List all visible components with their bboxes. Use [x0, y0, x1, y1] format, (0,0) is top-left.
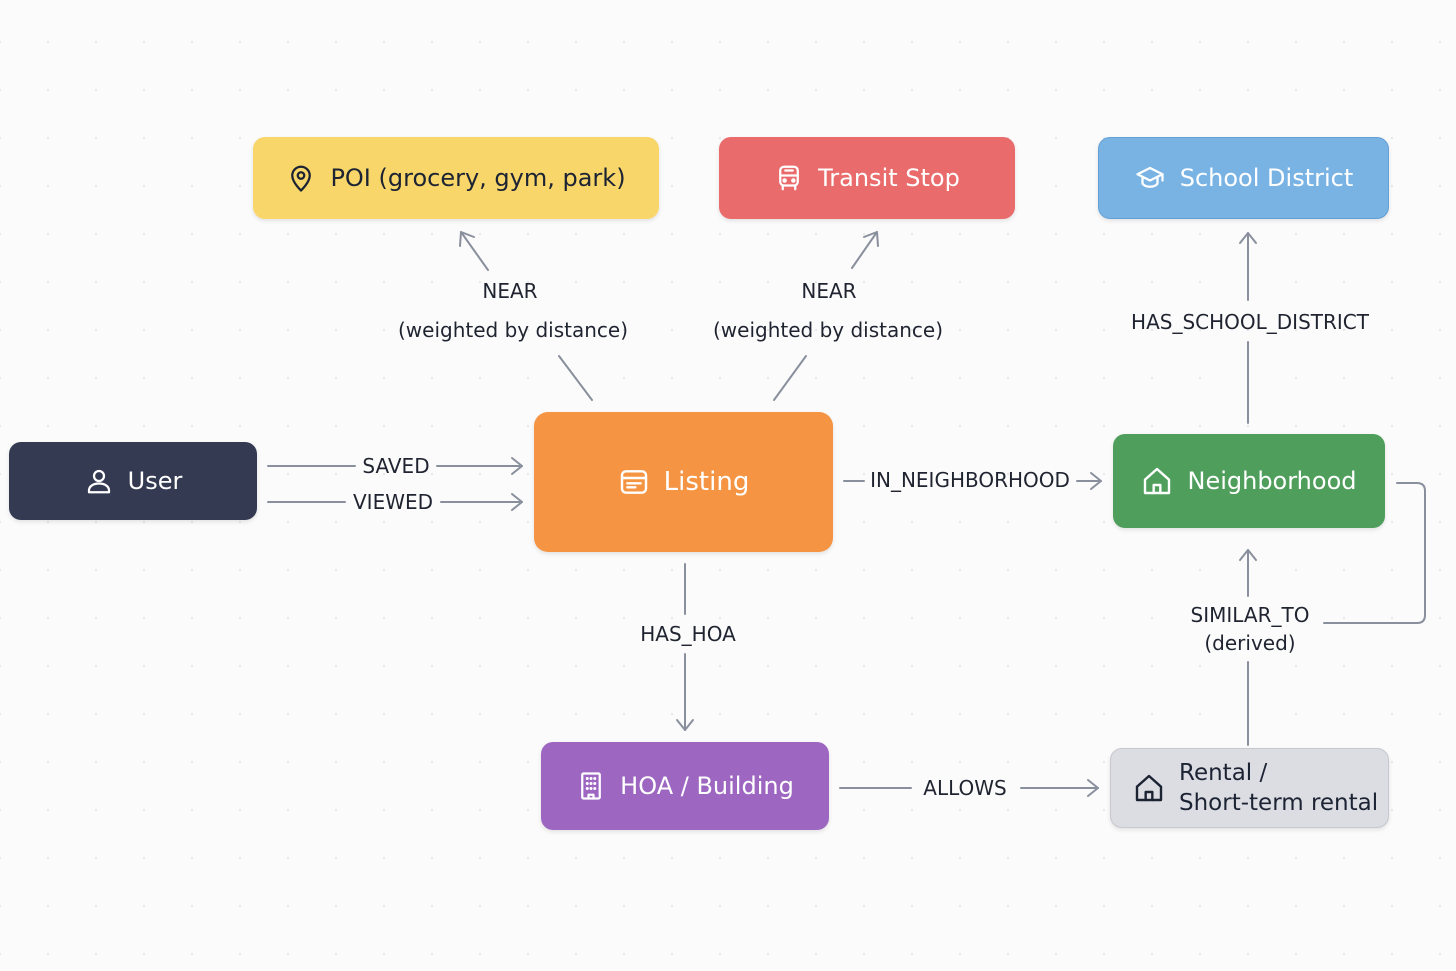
edge-label-in-neighborhood: IN_NEIGHBORHOOD [870, 468, 1070, 492]
edge-label-similar-to-note: (derived) [1204, 631, 1296, 655]
node-school-district-label: School District [1179, 164, 1354, 192]
edge-near-transit [773, 231, 878, 401]
edge-label-near-transit: NEAR [801, 279, 857, 303]
edge-label-allows: ALLOWS [923, 776, 1007, 800]
node-school-district[interactable]: School District [1098, 137, 1389, 219]
node-transit-stop[interactable]: Transit Stop [719, 137, 1015, 219]
node-hoa-building[interactable]: HOA / Building [541, 742, 829, 830]
edge-label-near-transit-note: (weighted by distance) [712, 318, 944, 342]
node-hoa-building-label: HOA / Building [620, 772, 794, 800]
edge-has-school-district-arrowhead [1239, 232, 1257, 244]
graduation-cap-icon [1136, 166, 1164, 188]
node-listing-label: Listing [663, 467, 750, 497]
window-icon [620, 470, 647, 494]
user-icon [87, 469, 110, 494]
node-rental-label: Rental / Short-term rental [1179, 758, 1378, 818]
edge-label-similar-to: SIMILAR_TO [1190, 603, 1310, 627]
bus-icon [779, 165, 800, 191]
node-poi[interactable]: POI (grocery, gym, park) [253, 137, 659, 219]
node-transit-stop-label: Transit Stop [818, 164, 960, 192]
edge-label-near-poi-note: (weighted by distance) [397, 318, 629, 342]
node-listing[interactable]: Listing [534, 412, 833, 552]
node-user-label: User [127, 467, 183, 495]
edge-near-poi-arrowhead [459, 231, 475, 247]
node-rental[interactable]: Rental / Short-term rental [1110, 748, 1389, 828]
edge-in-neighborhood-arrowhead [1090, 472, 1102, 490]
edge-similar-to-loop [1323, 482, 1426, 624]
edge-label-saved: SAVED [362, 454, 430, 478]
edge-label-viewed: VIEWED [352, 490, 434, 514]
building-icon [581, 772, 602, 800]
edge-label-near-poi: NEAR [482, 279, 538, 303]
edge-has-hoa-arrowhead [676, 719, 694, 731]
edge-near-poi [460, 231, 593, 401]
edge-saved-arrowhead [511, 457, 523, 475]
house-outline-icon [1135, 774, 1163, 802]
edge-viewed-arrowhead [511, 493, 523, 511]
edge-near-transit-arrowhead [863, 231, 879, 247]
map-pin-icon [291, 165, 312, 192]
house-icon [1144, 467, 1171, 495]
edge-label-has-school-district: HAS_SCHOOL_DISTRICT [1131, 310, 1369, 334]
edge-label-has-hoa: HAS_HOA [640, 622, 736, 646]
edge-similar-to-arrowhead [1239, 549, 1257, 561]
node-poi-label: POI (grocery, gym, park) [330, 164, 626, 192]
node-rental-label-line2: Short-term rental [1179, 790, 1379, 816]
node-neighborhood[interactable]: Neighborhood [1113, 434, 1385, 528]
node-neighborhood-label: Neighborhood [1187, 467, 1357, 495]
edge-allows-arrowhead [1087, 779, 1099, 797]
node-user[interactable]: User [9, 442, 257, 520]
node-rental-label-line1: Rental / [1179, 760, 1268, 786]
